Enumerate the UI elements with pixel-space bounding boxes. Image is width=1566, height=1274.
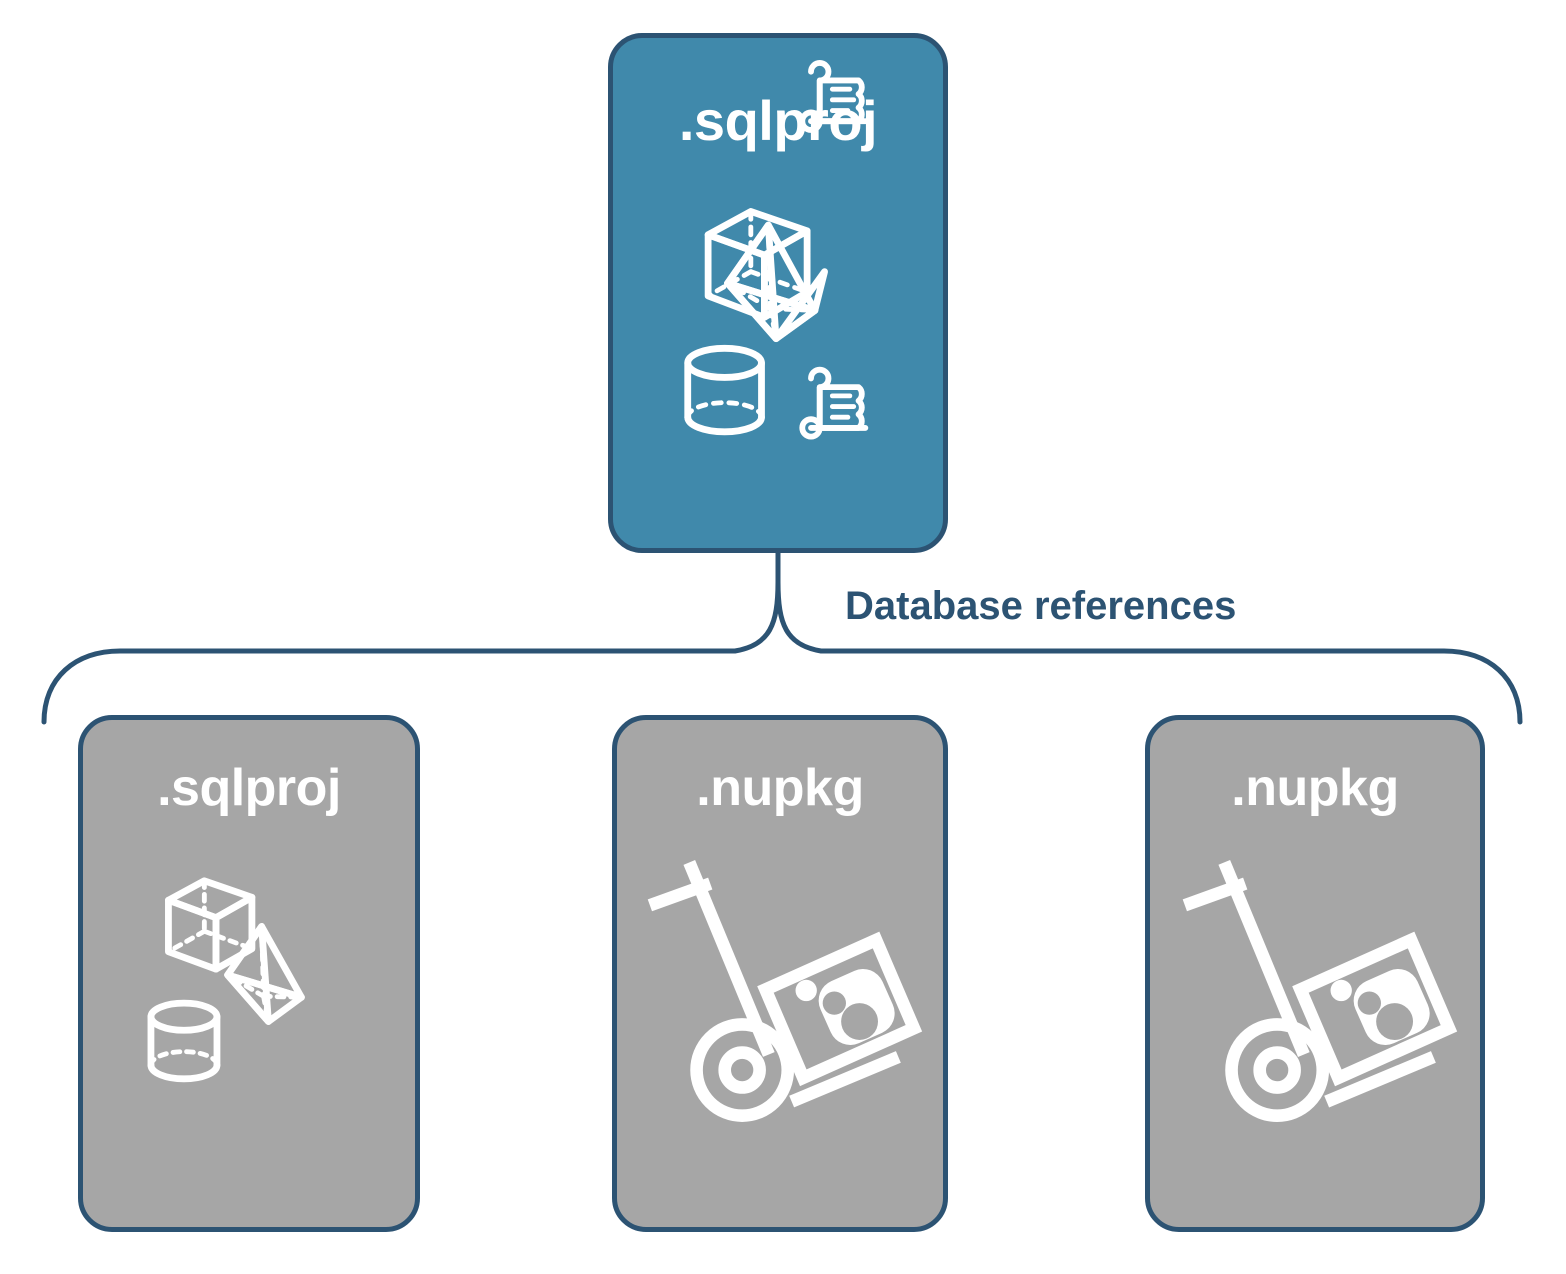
node-nupkg-reference-1[interactable]: .nupkg (612, 715, 948, 1232)
pyramid-icon (724, 221, 828, 343)
node-title-nupkg-1: .nupkg (696, 759, 864, 817)
node-title-sqlproj-root: .sqlproj (678, 89, 878, 152)
connector-label-database-references: Database references (845, 584, 1237, 628)
node-title-nupkg-2: .nupkg (1231, 759, 1399, 817)
database-references-brace (41, 550, 1523, 725)
cube-icon (165, 877, 256, 973)
node-sqlproj-root[interactable]: .sqlproj (608, 33, 948, 553)
cube-icon (704, 208, 811, 321)
hand-truck-package-icon (647, 859, 923, 1122)
node-sqlproj-reference[interactable]: .sqlproj (78, 715, 420, 1232)
node-title-sqlproj-reference: .sqlproj (157, 759, 341, 817)
cylinder-icon (684, 344, 765, 436)
pyramid-icon (224, 923, 305, 1025)
hand-truck-package-icon (1182, 859, 1458, 1122)
cylinder-icon (147, 999, 221, 1083)
node-nupkg-reference-2[interactable]: .nupkg (1145, 715, 1485, 1232)
scroll-icon (799, 366, 869, 440)
